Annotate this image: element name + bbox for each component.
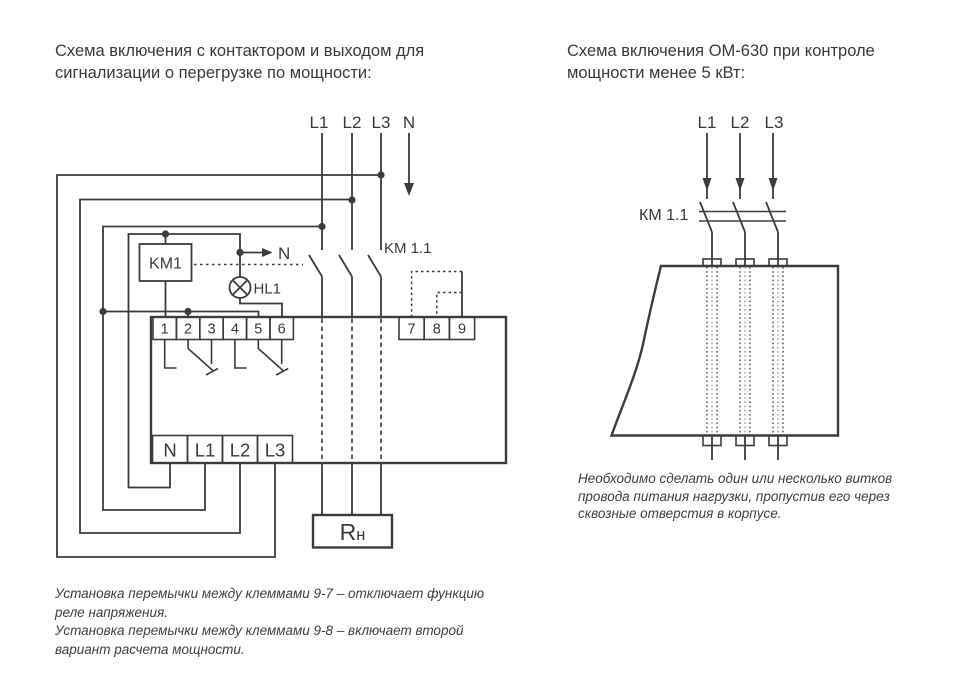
terminal-label: 3 bbox=[207, 322, 215, 338]
right-diagram-title: Схема включения ОМ-630 при контроле мощн… bbox=[567, 40, 957, 84]
through-hole-slot-1 bbox=[702, 258, 722, 460]
l3-loop-wire bbox=[56, 174, 381, 558]
load-box bbox=[311, 513, 394, 549]
phase-l1-label: L1 bbox=[310, 113, 329, 132]
l2-loop-wire bbox=[79, 198, 352, 534]
neutral-input-arrow bbox=[404, 183, 414, 196]
terminal-label: L3 bbox=[265, 440, 286, 461]
phase-input-lines bbox=[702, 133, 778, 199]
terminal-label: 5 bbox=[254, 322, 262, 338]
terminal-label: 7 bbox=[408, 322, 416, 338]
note-line: сквозные отверстия в корпусе. bbox=[578, 506, 782, 521]
phase-input-lines bbox=[321, 133, 414, 250]
relay-contact-group-2 bbox=[234, 339, 289, 376]
main-contact-label: KM 1.1 bbox=[384, 240, 432, 257]
terminal-label: 2 bbox=[184, 322, 192, 338]
right-diagram: L1 L2 L3 КМ 1.1 bbox=[609, 113, 840, 460]
footnote-line: реле напряжения. bbox=[55, 604, 168, 620]
down-arrow bbox=[768, 178, 778, 191]
jumper-footnote: Установка перемычки между клеммами 9-7 –… bbox=[55, 585, 535, 660]
through-hole-slot-3 bbox=[768, 258, 788, 460]
terminal-label: 1 bbox=[161, 322, 169, 338]
loop-wires bbox=[56, 174, 381, 558]
left-title-line2: сигнализации о перегрузке по мощности: bbox=[55, 64, 372, 82]
terminal-label: 6 bbox=[278, 322, 286, 338]
terminal-label: 9 bbox=[458, 322, 466, 338]
contactor-coil-branch: KM1 bbox=[138, 230, 303, 317]
note-line: провода питания нагрузки, пропустив его … bbox=[578, 488, 890, 504]
down-arrow bbox=[702, 178, 712, 191]
jumper-links bbox=[410, 270, 463, 317]
footnote-line: Установка перемычки между клеммами 9-7 –… bbox=[55, 586, 485, 601]
note-line: Необходимо сделать один или несколько ви… bbox=[578, 471, 893, 486]
terminal-cell bbox=[256, 434, 294, 464]
load-branch: Rн bbox=[311, 463, 394, 549]
neutral-loop-wire bbox=[127, 233, 241, 489]
phase-l2-label: L2 bbox=[343, 113, 362, 132]
load-label-sub: н bbox=[356, 526, 365, 544]
mechanical-link-lines bbox=[699, 210, 786, 222]
phase-l3-label: L3 bbox=[372, 113, 391, 132]
left-diagram: L1 L2 L3 N bbox=[56, 113, 508, 558]
aux-terminal-strip: 7 8 9 bbox=[398, 316, 476, 341]
neutral-branch-arrow bbox=[262, 248, 273, 257]
terminal-label: L1 bbox=[195, 440, 216, 461]
commons-wire bbox=[99, 307, 260, 317]
through-hole-slot-2 bbox=[735, 258, 755, 460]
terminal-label: 4 bbox=[231, 322, 239, 338]
housing-outline bbox=[609, 264, 840, 437]
right-title-line2: мощности менее 5 кВт: bbox=[567, 64, 746, 82]
load-label-main: R bbox=[340, 519, 357, 545]
junction-dot bbox=[184, 307, 192, 316]
lamp-branch: N HL1 bbox=[228, 244, 290, 317]
down-arrow bbox=[735, 178, 745, 191]
phase-l2-label: L2 bbox=[731, 113, 750, 132]
slot-top-collar bbox=[702, 258, 722, 267]
footnote-line: Установка перемычки между клеммами 9-8 –… bbox=[55, 623, 464, 639]
relay-contact-group-1 bbox=[163, 339, 219, 376]
lamp-label: HL1 bbox=[254, 281, 282, 298]
phase-l3-label: L3 bbox=[765, 113, 784, 132]
footnote-line: вариант расчета мощности. bbox=[55, 642, 245, 658]
terminal-label: N bbox=[163, 440, 176, 461]
bottom-terminal-strip: N L1 L2 L3 bbox=[151, 434, 294, 464]
neutral-branch-label: N bbox=[278, 244, 290, 263]
left-diagram-title: Схема включения с контактором и выходом … bbox=[55, 40, 525, 84]
phase-passthrough-dashed bbox=[321, 318, 382, 462]
contactor-coil-label: KM1 bbox=[149, 256, 182, 273]
right-title-line1: Схема включения ОМ-630 при контроле bbox=[567, 42, 875, 60]
phase-n-label: N bbox=[403, 113, 415, 132]
top-terminal-strip: 1 2 3 4 5 6 bbox=[152, 316, 295, 341]
phase-l1-label: L1 bbox=[698, 113, 717, 132]
device-box: 1 2 3 4 5 6 7 8 9 bbox=[149, 270, 508, 465]
right-diagram-note: Необходимо сделать один или несколько ви… bbox=[578, 470, 918, 523]
load-label: Rн bbox=[340, 519, 366, 545]
slot-top-collar bbox=[735, 258, 755, 267]
contactor-poles: КМ 1.1 bbox=[639, 201, 786, 266]
l1-loop-wire bbox=[102, 225, 322, 511]
contactor-label: КМ 1.1 bbox=[639, 207, 688, 224]
main-contacts: KM 1.1 bbox=[308, 240, 432, 317]
slot-top-collar bbox=[768, 258, 788, 267]
left-title-line1: Схема включения с контактором и выходом … bbox=[55, 42, 425, 60]
terminal-label: L2 bbox=[230, 440, 251, 461]
terminal-label: 8 bbox=[433, 322, 441, 338]
